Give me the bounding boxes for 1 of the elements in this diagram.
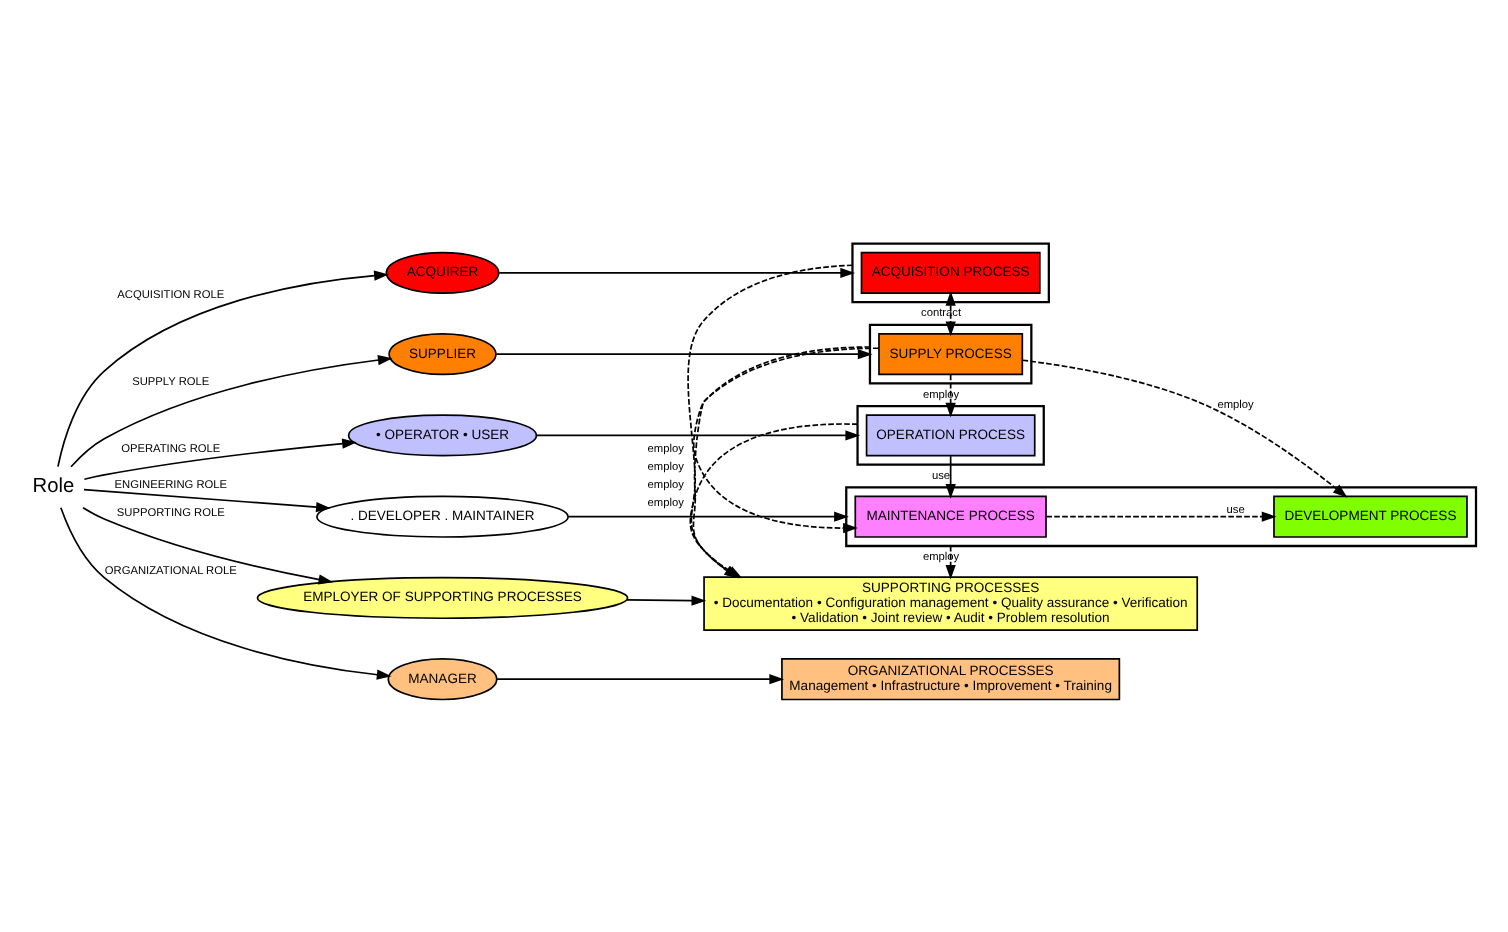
node-text: Role [32,475,75,498]
